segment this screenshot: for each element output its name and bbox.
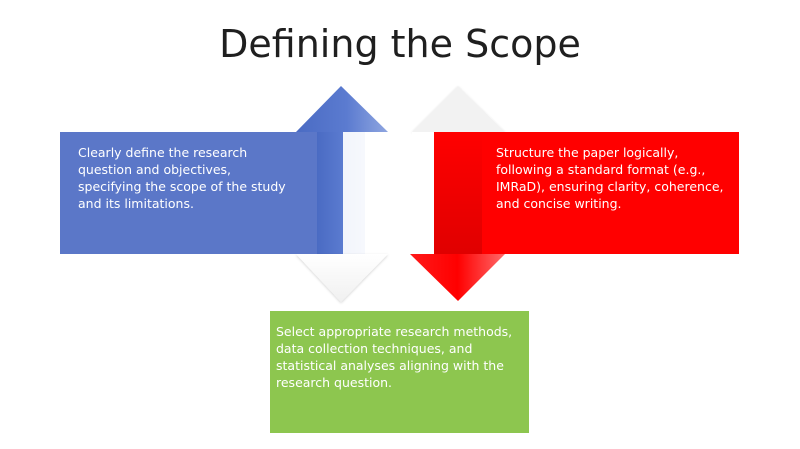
- scope-box-right: Structure the paper logically, following…: [482, 132, 739, 254]
- up-arrow: [296, 86, 388, 302]
- scope-box-left: Clearly define the research question and…: [60, 132, 317, 254]
- scope-box-left-text: Clearly define the research question and…: [78, 145, 286, 211]
- up-arrow-head: [296, 86, 388, 132]
- scope-box-bottom: Select appropriate research methods, dat…: [270, 311, 529, 433]
- down-arrow: [410, 86, 505, 301]
- down-arrow-shaft: [434, 132, 482, 254]
- down-arrow-top: [412, 86, 505, 132]
- scope-box-bottom-text: Select appropriate research methods, dat…: [276, 324, 513, 390]
- scope-box-right-text: Structure the paper logically, following…: [496, 145, 724, 211]
- slide-title: Defining the Scope: [219, 22, 581, 66]
- down-arrow-head: [410, 254, 505, 301]
- up-arrow-tail: [296, 254, 388, 302]
